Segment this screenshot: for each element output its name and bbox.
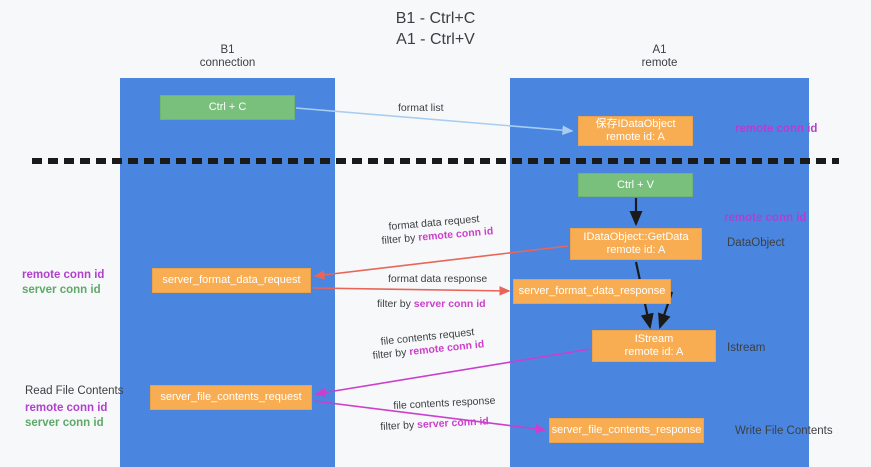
node-server-format-data-response[interactable]: server_format_data_response — [513, 279, 671, 304]
filter-prefix: filter by — [372, 346, 410, 362]
node-server-file-contents-response-label: server_file_contents_response — [551, 424, 702, 436]
node-server-file-contents-request-label: server_file_contents_request — [160, 391, 302, 403]
node-server-format-data-request-label: server_format_data_request — [162, 274, 301, 286]
node-istream-line1: IStream — [634, 333, 674, 345]
node-getdata-line2: remote id: A — [606, 244, 666, 256]
node-ctrl-v-line1: Ctrl + V — [617, 178, 654, 191]
filter-prefix: filter by — [380, 419, 418, 433]
annotation-remote-conn-id-top: remote conn id — [735, 123, 818, 135]
node-ctrl-c[interactable]: Ctrl + C — [160, 95, 295, 120]
edge-format-data-response — [312, 286, 511, 296]
node-idataobject-getdata[interactable]: IDataObject::GetData remote id: A — [570, 228, 702, 260]
node-server-format-data-request[interactable]: server_format_data_request — [152, 268, 311, 293]
annotation-left-remote-conn-id-2: remote conn id — [25, 402, 108, 414]
node-server-file-contents-response[interactable]: server_file_contents_response — [549, 418, 704, 443]
annotation-dataobject: DataObject — [727, 237, 785, 249]
page-title: B1 - Ctrl+C A1 - Ctrl+V — [0, 8, 871, 50]
edge-label-format-list: format list — [398, 102, 444, 114]
filter-conn-id: server conn id — [416, 415, 490, 432]
node-save-idataobject-line2: remote id: A — [606, 131, 665, 143]
filter-conn-id: server conn id — [413, 298, 486, 310]
node-getdata-line1: IDataObject::GetData — [583, 231, 689, 243]
annotation-left-conn-ids-format: remote conn id server conn id — [22, 268, 104, 298]
filter-prefix: filter by — [381, 231, 419, 247]
annotation-read-file-contents: Read File Contents — [25, 385, 124, 397]
swimlane-b1-name: B1 — [220, 44, 235, 56]
annotation-left-conn-ids-file: remote conn id server conn id — [25, 401, 107, 431]
edge-label-file-contents-response-filter: filter by server conn id — [380, 414, 489, 434]
phase-divider — [32, 158, 839, 164]
node-server-format-data-response-label: server_format_data_response — [518, 285, 666, 297]
edge-label-format-data-response: format data response — [388, 273, 488, 285]
swimlane-header-b1: B1 connection — [120, 44, 335, 70]
annotation-left-server-conn-id-1: server conn id — [22, 284, 101, 296]
swimlane-b1-role: connection — [199, 57, 256, 69]
title-line-2: A1 - Ctrl+V — [396, 31, 475, 48]
annotation-remote-conn-id-mid: remote conn id — [724, 212, 807, 224]
title-line-1: B1 - Ctrl+C — [395, 10, 476, 27]
node-istream-line2: remote id: A — [624, 346, 684, 358]
filter-prefix: filter by — [377, 298, 414, 310]
node-ctrl-c-line1: Ctrl + C — [208, 101, 247, 113]
edge-label-file-contents-response: file contents response — [393, 394, 496, 412]
node-save-idataobject[interactable]: 保存IDataObject remote id: A — [578, 116, 693, 146]
node-istream[interactable]: IStream remote id: A — [592, 330, 716, 362]
swimlane-header-a1: A1 remote — [510, 44, 809, 70]
node-ctrl-v[interactable]: Ctrl + V — [578, 173, 693, 197]
edge-label-format-data-response-filter: filter by server conn id — [377, 297, 486, 311]
annotation-left-server-conn-id-2: server conn id — [25, 417, 104, 429]
annotation-write-file-contents: Write File Contents — [735, 425, 833, 437]
annotation-left-remote-conn-id-1: remote conn id — [22, 269, 105, 281]
node-save-idataobject-line1: 保存IDataObject — [595, 118, 676, 130]
node-server-file-contents-request[interactable]: server_file_contents_request — [150, 385, 312, 410]
annotation-istream: Istream — [727, 342, 766, 354]
swimlane-a1-name: A1 — [652, 44, 667, 56]
swimlane-a1-role: remote — [641, 57, 678, 69]
